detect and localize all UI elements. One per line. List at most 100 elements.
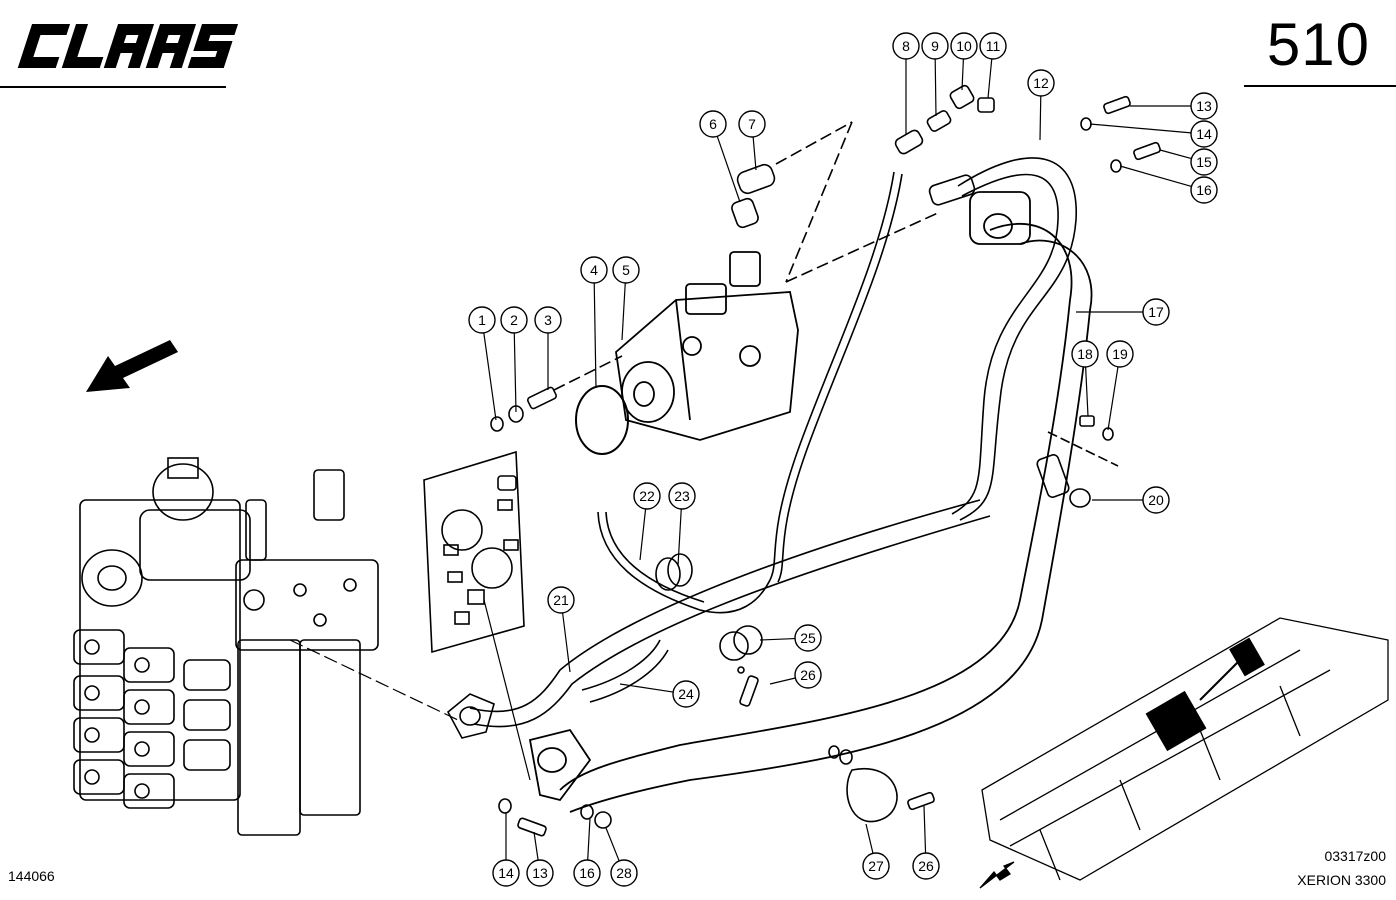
callout-2: 2 (500, 306, 528, 413)
callout-circle (534, 306, 562, 334)
callout-leader (677, 508, 682, 567)
callout-circle (672, 680, 700, 708)
callout-circle (1190, 92, 1218, 120)
callout-circle (1027, 69, 1055, 97)
callout-label: 17 (1148, 304, 1164, 320)
callout-18: 18 (1071, 340, 1099, 417)
callout-23: 23 (668, 482, 696, 567)
callout-leader (619, 683, 674, 693)
callout-label: 21 (553, 592, 569, 608)
callout-leader (483, 332, 497, 421)
callout-16: 16 (1119, 165, 1218, 204)
callout-circle (979, 32, 1007, 60)
callout-4: 4 (580, 256, 608, 389)
hydraulic-pump (615, 251, 799, 441)
callout-leader (1119, 165, 1192, 188)
callout-circle (1106, 340, 1134, 368)
callout-28: 28 (605, 827, 638, 887)
callout-leader (1089, 123, 1192, 134)
callout-10: 10 (950, 32, 978, 91)
model-name: XERION 3300 (1297, 872, 1386, 888)
callout-label: 14 (498, 865, 514, 881)
callout-26: 26 (769, 661, 822, 689)
callout-leader (1107, 366, 1119, 431)
drawing-code: 03317z00 (1324, 848, 1386, 864)
callout-label: 22 (639, 488, 655, 504)
callout-label: 13 (1196, 98, 1212, 114)
callout-label: 10 (956, 38, 972, 54)
assembly-line-2 (483, 599, 531, 781)
callout-leader (934, 58, 937, 117)
misc-fasteners (498, 95, 1161, 837)
callout-circle (573, 859, 601, 887)
callout-16: 16 (573, 817, 601, 887)
callout-circle (468, 306, 496, 334)
callout-circle (547, 586, 575, 614)
callout-label: 1 (478, 312, 486, 328)
callout-6: 6 (699, 110, 741, 203)
callout-leader (639, 508, 647, 561)
callout-15: 15 (1159, 148, 1218, 176)
callout-label: 2 (510, 312, 518, 328)
callout-circle (668, 482, 696, 510)
callout-14: 14 (1089, 120, 1218, 148)
fittings-6-11 (731, 84, 995, 283)
callout-label: 3 (544, 312, 552, 328)
callout-label: 9 (931, 38, 939, 54)
callout-circle (1190, 120, 1218, 148)
callout-circle (892, 32, 920, 60)
callout-label: 13 (532, 865, 548, 881)
callout-circle (1190, 176, 1218, 204)
callout-13: 13 (1130, 92, 1218, 120)
callout-label: 7 (748, 116, 756, 132)
callout-label: 24 (678, 686, 694, 702)
callout-27: 27 (862, 823, 890, 880)
callout-circle (1190, 148, 1218, 176)
callout-9: 9 (921, 32, 949, 117)
callout-leader (1039, 95, 1042, 141)
callout-label: 26 (800, 667, 816, 683)
callout-label: 28 (616, 865, 632, 881)
callout-14: 14 (492, 812, 520, 887)
callout-leader (587, 817, 591, 861)
callout-circle (794, 624, 822, 652)
pressure-pipe (769, 171, 903, 583)
callout-label: 27 (868, 858, 884, 874)
callout-label: 12 (1033, 75, 1049, 91)
callout-leader (1159, 149, 1192, 160)
claas-logo (17, 24, 238, 68)
callout-leader (769, 677, 796, 685)
callout-leader (621, 282, 626, 341)
callout-leader (923, 805, 927, 854)
callout-leader (1085, 366, 1089, 417)
callout-circle (699, 110, 727, 138)
callout-circle (862, 852, 890, 880)
o-ring (575, 385, 629, 455)
callout-circle (526, 859, 554, 887)
callout-circle (1071, 340, 1099, 368)
callout-label: 14 (1196, 126, 1212, 142)
callout-leader (562, 612, 571, 673)
callout-11: 11 (979, 32, 1007, 99)
callout-circle (921, 32, 949, 60)
direction-arrow-icon (86, 340, 178, 392)
callout-label: 18 (1077, 346, 1093, 362)
callout-13: 13 (526, 831, 554, 887)
callout-label: 4 (590, 262, 598, 278)
callout-leader (987, 58, 993, 99)
callout-label: 19 (1112, 346, 1128, 362)
page-number: 510 (1266, 11, 1370, 78)
callout-26: 26 (912, 805, 940, 880)
callout-21: 21 (547, 586, 575, 673)
callout-leader (961, 58, 965, 91)
callout-circle (492, 859, 520, 887)
tractor-frame-thumbnail (979, 617, 1389, 889)
callout-circle (738, 110, 766, 138)
manifold-plate (423, 450, 525, 654)
control-valve-block (73, 457, 379, 836)
callout-17: 17 (1076, 298, 1170, 326)
callout-label: 11 (986, 38, 1001, 54)
callout-label: 20 (1148, 492, 1164, 508)
